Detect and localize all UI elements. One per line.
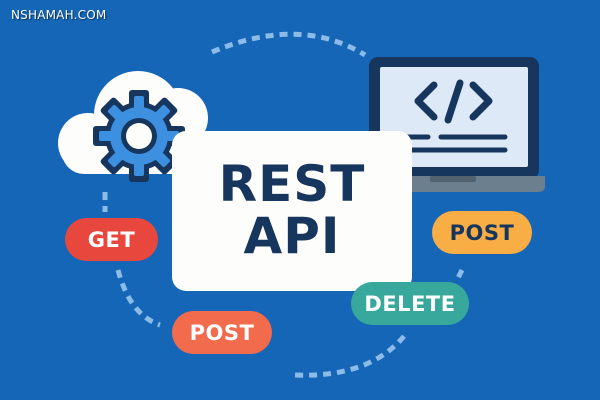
post-label-left: POST	[189, 320, 255, 345]
title-line-rest: REST	[218, 155, 366, 213]
title-line-api: API	[243, 207, 341, 265]
dashed-orbit	[102, 31, 465, 378]
page-title: REST API	[172, 158, 412, 262]
post-label-right: POST	[449, 220, 515, 245]
get-method-badge: GET	[65, 218, 158, 261]
gear-icon	[93, 90, 185, 182]
delete-label: DELETE	[364, 291, 456, 316]
post-method-badge-right: POST	[432, 211, 532, 254]
title-card	[172, 131, 412, 291]
watermark: NSHAMAH.COM	[11, 8, 107, 22]
get-label: GET	[87, 227, 136, 252]
post-method-badge-left: POST	[172, 311, 272, 354]
code-brackets-icon	[414, 79, 493, 124]
delete-method-badge: DELETE	[351, 282, 469, 325]
